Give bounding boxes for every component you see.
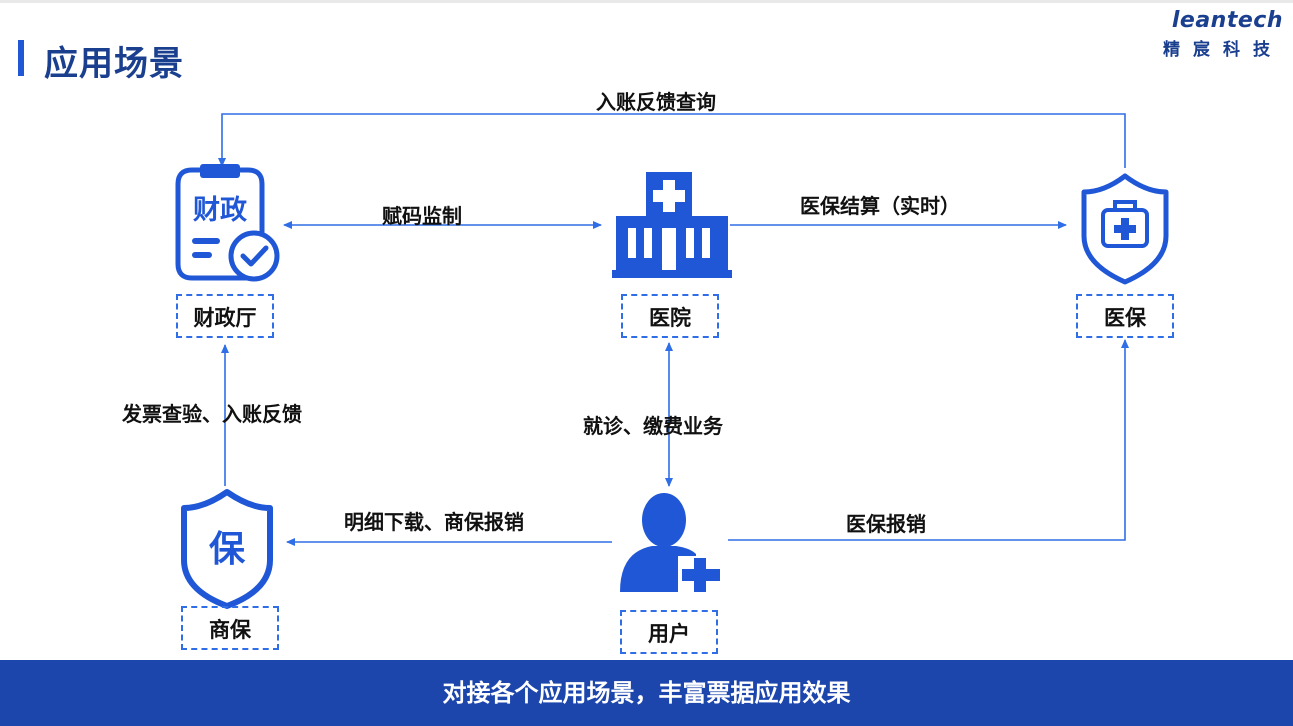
commercial-icon-text: 保	[209, 529, 246, 570]
title-accent-bar	[18, 40, 24, 76]
commercial-shield-icon: 保	[181, 489, 273, 609]
label-settlement: 医保结算（实时）	[800, 194, 960, 218]
brand-name-en: leantech	[1171, 8, 1283, 33]
user-plus-icon	[620, 493, 722, 592]
node-hospital: 医院	[621, 294, 719, 338]
page-title: 应用场景	[44, 44, 184, 84]
brand-logo: leantech 精宸科技	[1163, 8, 1283, 60]
edge-feedback-query	[218, 113, 1126, 168]
edge-reimbursement	[728, 339, 1129, 541]
node-finance: 财政厅	[176, 294, 274, 338]
node-user: 用户	[620, 610, 718, 654]
insurance-shield-icon	[1081, 173, 1169, 285]
label-reimbursement: 医保报销	[846, 512, 926, 536]
label-detail-download: 明细下载、商保报销	[344, 510, 524, 534]
finance-document-icon: 财政	[175, 164, 280, 282]
hospital-building-icon	[612, 172, 732, 278]
node-commercial: 商保	[181, 606, 279, 650]
brand-name-cn: 精宸科技	[1163, 40, 1283, 60]
node-insurance: 医保	[1076, 294, 1174, 338]
label-feedback-query: 入账反馈查询	[596, 90, 716, 114]
label-invoice-check: 发票查验、入账反馈	[122, 402, 302, 426]
label-code-supervision: 赋码监制	[382, 204, 462, 228]
finance-icon-text: 财政	[193, 195, 247, 226]
top-divider	[0, 0, 1293, 3]
label-visit-payment: 就诊、缴费业务	[583, 414, 723, 438]
footer-banner: 对接各个应用场景，丰富票据应用效果	[0, 660, 1293, 726]
